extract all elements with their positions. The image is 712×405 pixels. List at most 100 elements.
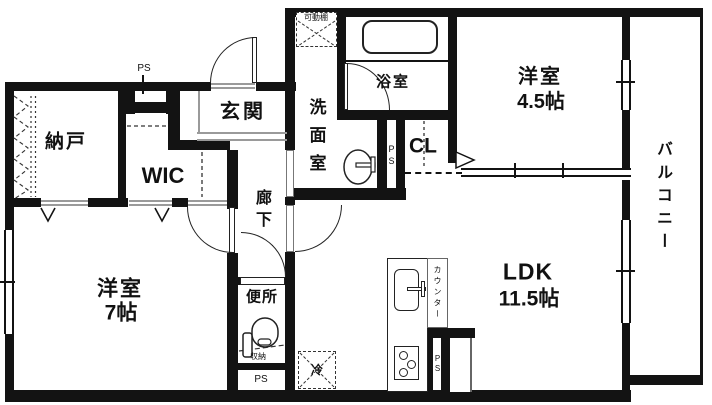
label-ps-top: PS	[137, 63, 151, 74]
room-label-ldk: LDK	[502, 258, 554, 285]
opening-sill	[41, 200, 88, 202]
washroom-door-opening	[286, 150, 294, 197]
room-size-ldk: 11.5帖	[498, 287, 560, 311]
room-label-nando: 納戸	[44, 131, 88, 153]
washbasin-faucet	[370, 156, 376, 173]
window-tick	[616, 270, 635, 272]
wall	[426, 328, 475, 338]
wall	[285, 8, 295, 150]
opening-sill	[129, 200, 172, 202]
wall	[227, 253, 238, 390]
label-ps-kitchen: PS	[433, 354, 442, 374]
room-label-senmenshitsu: 洗面室	[306, 98, 326, 182]
wall	[287, 8, 703, 17]
folding-door-mark	[40, 207, 56, 223]
wall	[172, 198, 188, 207]
wall	[285, 252, 295, 390]
toilet-door-arc	[241, 232, 286, 277]
label-movable-shelf: 可動棚	[304, 13, 328, 22]
kitchen-faucet	[407, 287, 426, 291]
opening-sill	[41, 204, 88, 206]
wall	[622, 16, 630, 60]
wall	[396, 110, 405, 200]
room-label-benjo: 便所	[245, 288, 279, 306]
yoshitsu7-door-arc	[187, 207, 233, 253]
window-tick	[0, 281, 15, 283]
genkan-step-line	[197, 132, 287, 134]
stove-burner	[399, 368, 408, 377]
wall	[168, 91, 180, 149]
wall	[118, 90, 135, 114]
sliding-door-tick	[562, 163, 564, 178]
wall	[5, 334, 14, 400]
wall	[622, 180, 630, 220]
entrance-sill	[211, 83, 255, 85]
room-label-genkan: 玄関	[220, 101, 266, 123]
ldk-door-opening	[286, 205, 294, 252]
wall	[377, 120, 387, 190]
toilet-shelf-line	[238, 344, 286, 352]
toilet-bowl	[251, 317, 279, 348]
folding-door-mark	[154, 207, 170, 223]
label-counter: カウンター	[433, 265, 442, 321]
toilet-seat	[257, 338, 272, 346]
room-label-closet: CL	[409, 134, 437, 158]
label-refrigerator: 冷	[310, 363, 324, 377]
kitchen-counter	[427, 258, 448, 328]
room-label-wic: WIC	[141, 163, 185, 188]
ps-leader-line	[142, 75, 144, 94]
entrance-sill	[211, 87, 255, 89]
wall	[448, 16, 457, 163]
genkan-step-line	[198, 91, 200, 134]
stove-burner	[399, 351, 408, 360]
wall	[135, 102, 166, 113]
toilet-door-leaf	[240, 277, 285, 285]
wall	[622, 375, 703, 385]
window-yoshitsu45	[621, 60, 631, 110]
wall	[426, 338, 433, 392]
label-ps-washroom: PS	[386, 144, 397, 168]
entrance-door-arc	[210, 37, 256, 83]
ldk-door-arc	[295, 205, 342, 252]
kitchen-niche	[450, 338, 472, 392]
closet-sliding-door	[405, 172, 462, 174]
bath-divider-line	[346, 60, 448, 62]
bathtub	[362, 20, 438, 54]
wall	[622, 323, 630, 390]
room-label-roka: 廊下	[253, 189, 270, 233]
nando-shelf-zigzag	[13, 95, 29, 200]
room-label-yoshitsu7: 洋室	[97, 277, 143, 301]
washbasin	[343, 149, 373, 185]
sliding-door-tick	[514, 163, 516, 178]
sliding-door-track	[461, 168, 631, 170]
room-size-yoshitsu7: 7帖	[104, 301, 138, 325]
wall	[88, 198, 128, 207]
wall	[5, 82, 211, 91]
wall	[238, 363, 285, 370]
room-label-yokushitsu: 浴室	[375, 73, 411, 91]
wall	[287, 188, 406, 200]
washbasin-faucet	[355, 162, 376, 168]
wall	[285, 197, 295, 205]
wall	[235, 277, 241, 285]
balcony-outer-wall	[700, 16, 703, 377]
stove-burner	[407, 360, 416, 369]
wall	[118, 112, 126, 207]
wall	[441, 338, 450, 392]
wall	[168, 140, 230, 150]
label-shuno: 収納	[250, 352, 266, 361]
wall	[337, 16, 346, 112]
wall	[5, 390, 631, 402]
room-label-yoshitsu45: 洋室	[518, 66, 562, 88]
wall	[12, 198, 41, 207]
genkan-step-line	[197, 139, 287, 141]
wall	[622, 110, 630, 168]
wall	[5, 82, 14, 230]
wall	[227, 150, 238, 209]
sliding-door-track	[461, 175, 631, 177]
wall	[256, 82, 296, 91]
opening-sill	[188, 204, 227, 206]
room-label-balcony: バルコニー	[654, 140, 671, 256]
opening-sill	[129, 204, 172, 206]
